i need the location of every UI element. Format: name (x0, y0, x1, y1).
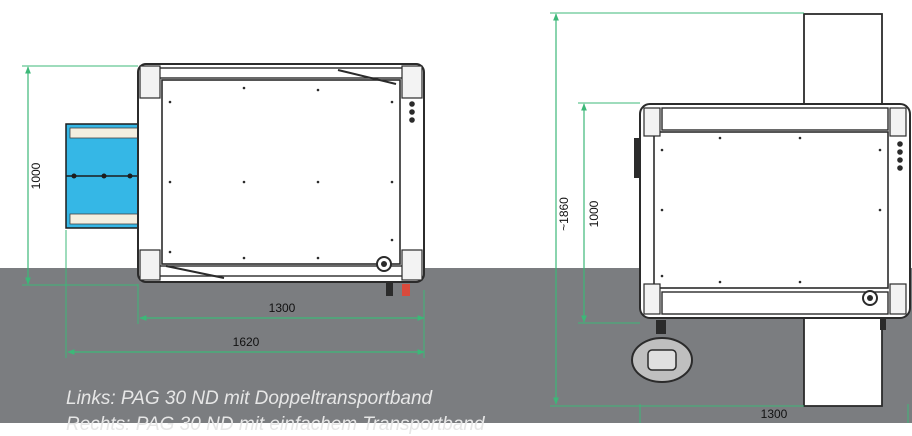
right-overall-height-label: ~1860 (557, 197, 571, 231)
left-machine-view (65, 63, 425, 296)
right-dimensions (550, 12, 909, 423)
left-height-label: 1000 (29, 162, 43, 189)
double-conveyor (65, 123, 143, 229)
left-overall-width-label: 1620 (233, 335, 260, 349)
caption-left-view: Links: PAG 30 ND mit Doppeltransportband (66, 388, 433, 409)
right-machine-view (631, 13, 911, 407)
right-height-label: 1000 (587, 200, 601, 227)
left-dimensions (22, 65, 425, 358)
single-conveyor-bottom (803, 315, 883, 407)
layout-drawing: 1000 1300 1620 (0, 12, 912, 423)
caption-right-view: Rechts: PAG 30 ND mit einfachem Transpor… (66, 414, 485, 435)
left-inner-width-label: 1300 (269, 301, 296, 315)
single-conveyor-top (803, 13, 883, 105)
right-width-label: 1300 (761, 407, 788, 421)
